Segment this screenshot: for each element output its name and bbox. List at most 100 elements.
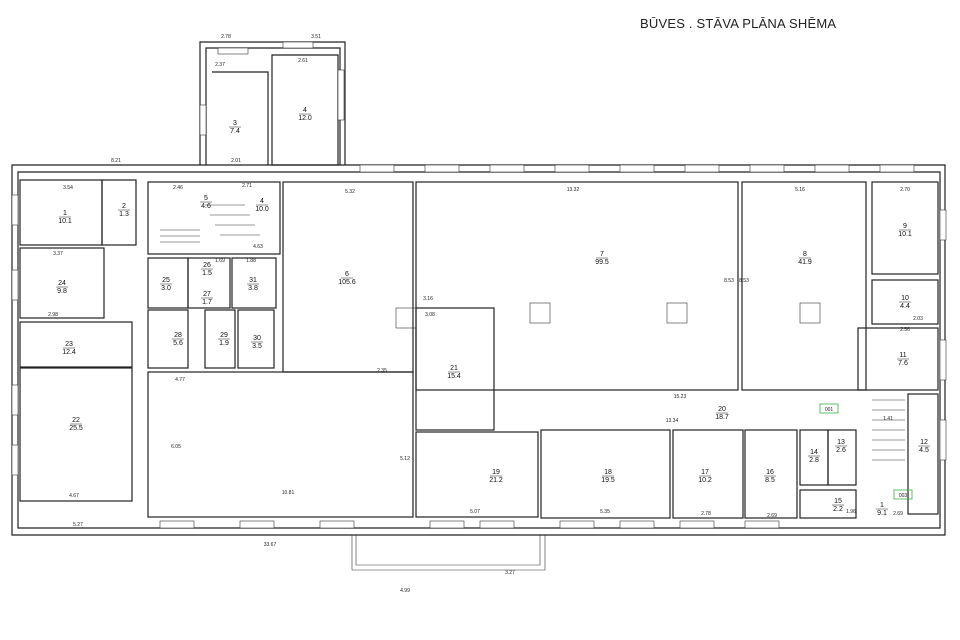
- dimension-label: 3.37: [53, 251, 63, 257]
- room-number: 10: [901, 295, 909, 302]
- room-area: 12.4: [62, 349, 76, 356]
- dimension-label: 2.35: [377, 368, 387, 374]
- room-area: 5.6: [173, 340, 183, 347]
- dimension-label: 1.69: [215, 258, 225, 264]
- window: [619, 164, 655, 173]
- room-area: 25.5: [69, 425, 83, 432]
- room-number: 22: [72, 417, 80, 424]
- window: [282, 41, 314, 49]
- room-area: 2.6: [836, 447, 846, 454]
- window: [239, 520, 275, 529]
- room-number: 18: [604, 469, 612, 476]
- room-area: 4.6: [201, 203, 211, 210]
- dimension-label: 5.32: [345, 189, 355, 195]
- dimension-label: 3.16: [423, 296, 433, 302]
- outer-walls: [11, 41, 946, 571]
- dimension-label: 2.01: [231, 158, 241, 164]
- window: [424, 164, 460, 173]
- room-area: 10.0: [255, 206, 269, 213]
- window: [11, 194, 19, 226]
- windows: [11, 41, 947, 529]
- dimension-label: 4.77: [175, 377, 185, 383]
- room-labels: 110.121.337.4412.0410.054.66105.6799.584…: [56, 107, 930, 517]
- room-number: 21: [450, 365, 458, 372]
- dimension-label: 2.37: [215, 62, 225, 68]
- room-area: 15.4: [447, 373, 461, 380]
- room-number: 19: [492, 469, 500, 476]
- room-area: 1.5: [202, 270, 212, 277]
- window: [337, 69, 345, 121]
- room-number: 17: [701, 469, 709, 476]
- room-area: 3.0: [161, 285, 171, 292]
- dimension-label: 5.12: [400, 456, 410, 462]
- room-area: 2.8: [809, 457, 819, 464]
- window: [11, 384, 19, 416]
- room-number: 31: [249, 277, 257, 284]
- dimension-label: 2.61: [298, 58, 308, 64]
- dimension-label: 2.98: [48, 312, 58, 318]
- window: [879, 164, 915, 173]
- room-area: 1.3: [119, 211, 129, 218]
- window: [559, 520, 595, 529]
- dimension-label: 2.78: [221, 34, 231, 40]
- dimension-label: 8.53: [724, 278, 734, 284]
- room-number: 6: [345, 271, 349, 278]
- window: [679, 520, 715, 529]
- room-number: 30: [253, 335, 261, 342]
- dimension-label: 5.35: [600, 509, 610, 515]
- room-area: 1.7: [202, 299, 212, 306]
- dimension-label: 15.23: [674, 394, 687, 400]
- window: [619, 520, 655, 529]
- room-area: 18.7: [715, 414, 729, 421]
- dimension-label: 3.08: [425, 312, 435, 318]
- room-number: 20: [718, 406, 726, 413]
- window: [359, 164, 395, 173]
- window: [319, 520, 355, 529]
- window: [814, 164, 850, 173]
- dimension-label: 8.53: [739, 278, 749, 284]
- room-area: 105.6: [338, 279, 356, 286]
- dimension-label: 13.32: [567, 187, 580, 193]
- window: [217, 47, 249, 55]
- room-area: 21.2: [489, 477, 503, 484]
- room-area: 8.5: [765, 477, 775, 484]
- room-area: 10.2: [698, 477, 712, 484]
- room-area: 2.2: [833, 506, 843, 513]
- dimension-label: 4.67: [69, 493, 79, 499]
- room-number: 29: [220, 332, 228, 339]
- room-number: 12: [920, 439, 928, 446]
- room-number: 3: [233, 120, 237, 127]
- dimension-label: 2.69: [767, 513, 777, 519]
- dimension-label: 8.21: [111, 158, 121, 164]
- marker-label-2: 003: [899, 493, 908, 499]
- room-number: 5: [204, 195, 208, 202]
- window: [199, 104, 207, 136]
- dimension-label: 2.78: [701, 511, 711, 517]
- window: [939, 339, 947, 381]
- room-number: 1: [63, 210, 67, 217]
- dimension-label: 5.07: [470, 509, 480, 515]
- window: [684, 164, 720, 173]
- room-number: 15: [834, 498, 842, 505]
- marker-label-1: 001: [825, 407, 834, 413]
- room-number: 25: [162, 277, 170, 284]
- interior-walls: [19, 179, 939, 519]
- dimension-label: 1.88: [246, 258, 256, 264]
- dimension-label: 13.34: [666, 418, 679, 424]
- dimension-label: 5.16: [795, 187, 805, 193]
- room-area: 3.5: [252, 343, 262, 350]
- green-markers: 001 003: [819, 403, 913, 500]
- dimension-label: 2.69: [893, 511, 903, 517]
- room-area: 1.9: [219, 340, 229, 347]
- dimension-label: 2.46: [173, 185, 183, 191]
- room-area: 10.1: [58, 218, 72, 225]
- dimension-label: 10.81: [282, 490, 295, 496]
- room-area: 4.4: [900, 303, 910, 310]
- dimension-label: 3.51: [311, 34, 321, 40]
- window: [939, 209, 947, 241]
- dimension-label: 2.71: [242, 183, 252, 189]
- room-area: 7.4: [230, 128, 240, 135]
- room-number: 1: [880, 502, 884, 509]
- window: [939, 419, 947, 461]
